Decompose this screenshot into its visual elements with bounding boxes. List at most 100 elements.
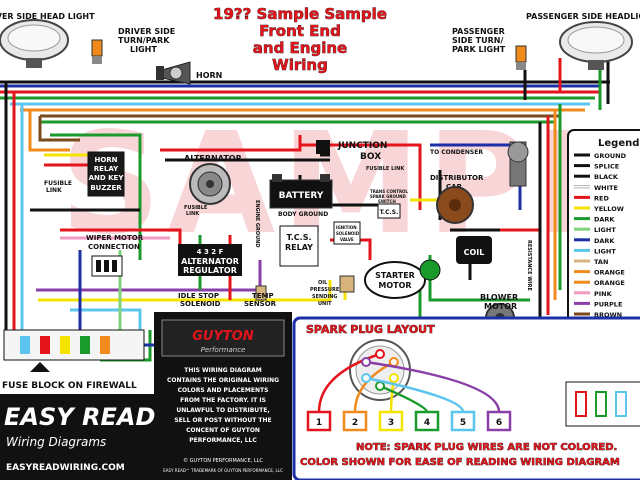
ign-sol-label-1: IGNITION: [336, 225, 357, 230]
junction-box-label-1: JUNCTION: [337, 141, 387, 151]
oil-pressure-sender: [339, 275, 355, 293]
oil-press-label-3: SENDING: [312, 294, 338, 300]
spark-plug-number: 4: [424, 418, 430, 428]
alt-reg-label-2: REGULATOR: [183, 266, 237, 275]
spark-plug-number: 5: [460, 418, 466, 428]
trans-ctrl-label-3: SWITCH: [378, 199, 396, 204]
idle-stop-label-2: SOLENOID: [180, 300, 221, 308]
spark-note-2: COLOR SHOWN FOR EASE OF READING WIRING D…: [300, 457, 620, 468]
distributor-terminal: [375, 381, 385, 391]
legend-label: YELLOW: [593, 205, 624, 213]
ignition-solenoid-valve: [333, 221, 361, 245]
legend-label: PINK: [594, 290, 613, 298]
fuse-block: [3, 329, 145, 372]
ignition-coil: COIL: [456, 236, 492, 264]
tcs-relay-label-1: T.C.S.: [287, 233, 312, 242]
horn-relay-label-1: HORN: [94, 156, 117, 164]
fusible-alt-label-1: FUSIBLE: [184, 205, 208, 211]
oil-press-label-2: PRESSURE: [310, 287, 340, 293]
driver-headlight-label: DRIVER SIDE HEAD LIGHT: [0, 12, 95, 21]
legend-label: LIGHT: [594, 247, 616, 255]
distributor-cap: [436, 186, 474, 224]
tcs-switch: T.C.S.: [377, 203, 401, 219]
blower-label-1: BLOWER: [480, 293, 518, 302]
resistance-wire-label: RESISTANCE WIRE: [526, 240, 532, 291]
distributor-terminal: [388, 373, 399, 383]
horn-relay-label-3: AND KEY: [89, 174, 125, 182]
distributor-terminal: [361, 357, 372, 367]
tcs-relay: T.C.S. RELAY: [279, 225, 319, 267]
temp-sensor-label-1: TEMP: [252, 292, 274, 300]
spark-plug-number: 3: [388, 418, 394, 428]
spark-note-1: NOTE: SPARK PLUG WIRES ARE NOT COLORED.: [356, 442, 617, 453]
legend-label: BROWN: [594, 311, 622, 319]
distributor-terminal: [375, 349, 385, 359]
legend-label: WHITE: [594, 184, 618, 192]
fusible-link-label-2: LINK: [46, 187, 62, 194]
passenger-turn-label-2: SIDE TURN/: [452, 36, 503, 45]
horn-relay-label-4: BUZZER: [90, 184, 122, 192]
wiper-motor-label-1: WIPER MOTOR: [86, 234, 144, 242]
junction-box-label-2: BOX: [360, 152, 381, 162]
passenger-headlight: [559, 21, 633, 70]
distributor: [507, 141, 529, 187]
brand-tm: ™: [140, 407, 149, 417]
driver-turn-label-2: TURN/PARK: [118, 36, 170, 45]
horn-relay: HORN RELAY AND KEY BUZZER: [87, 151, 125, 197]
legend-label: BLACK: [594, 173, 619, 181]
passenger-turn-light: [515, 45, 527, 70]
guyton-disclaimer-line: UNLAWFUL TO DISTRIBUTE,: [176, 407, 269, 414]
legend-label: GROUND: [594, 152, 627, 160]
spark-plug-number: 2: [352, 418, 358, 428]
guyton-disclaimer-line: COLORS AND PLACEMENTS: [178, 387, 269, 394]
spark-plug-title: SPARK PLUG LAYOUT: [306, 323, 435, 336]
horn-label: HORN: [196, 71, 222, 80]
starter-label-1: STARTER: [375, 271, 415, 280]
fusible-alt-label-2: LINK: [186, 211, 200, 217]
legend-label: TAN: [594, 258, 608, 266]
legend-label: ORANGE: [594, 279, 625, 287]
guyton-disclaimer: THIS WIRING DIAGRAM CONTAINS THE ORIGINAL…: [167, 367, 279, 444]
temp-sensor: [255, 285, 267, 301]
spark-plug-wire: [365, 376, 465, 413]
tcs-switch-label: T.C.S.: [380, 209, 399, 216]
passenger-turn-label-1: PASSENGER: [452, 27, 505, 36]
brand-name: EASY READ: [4, 403, 155, 431]
brand-url: EASYREADWIRING.COM: [6, 463, 125, 473]
legend-label: ORANGE: [594, 269, 625, 277]
guyton-disclaimer-line: FROM THE FACTORY. IT IS: [180, 397, 266, 404]
legend-label: DARK: [594, 237, 615, 245]
oil-press-label-4: UNIT: [318, 301, 332, 307]
fuse-block-label: FUSE BLOCK ON FIREWALL: [2, 381, 137, 391]
ign-sol-label-3: VALVE: [340, 237, 354, 242]
ign-sol-label-2: SOLENOID: [336, 231, 360, 236]
temp-sensor-label-2: SENSOR: [244, 300, 277, 308]
battery-label: BATTERY: [279, 191, 324, 201]
driver-turn-label-1: DRIVER SIDE: [118, 27, 175, 36]
title-line-2: Front End: [259, 22, 341, 40]
legend-label: LIGHT: [594, 226, 616, 234]
distributor-terminal: [361, 373, 372, 383]
fusible-link-label-1: FUSIBLE: [44, 180, 72, 187]
fusible-jb-label: FUSIBLE LINK: [366, 166, 405, 172]
guyton-disclaimer-line: CONTAINS THE ORIGINAL WIRING: [167, 377, 279, 384]
guyton-panel: GUYTON Performance THIS WIRING DIAGRAMCO…: [154, 312, 292, 480]
spark-plug-wires: [317, 349, 501, 413]
distributor-label-1: DISTRIBUTOR: [430, 174, 484, 182]
legend-label: PURPLE: [594, 300, 622, 308]
driver-turn-label-3: LIGHT: [130, 45, 157, 54]
spark-plug-wire: [365, 360, 501, 413]
blower-label-2: MOTOR: [484, 302, 517, 311]
title-line-3: and Engine: [253, 39, 347, 57]
legend-label: RED: [594, 194, 609, 202]
guyton-disclaimer-line: THIS WIRING DIAGRAM: [184, 367, 262, 374]
guyton-disclaimer-line: PERFORMANCE, LLC: [189, 437, 257, 444]
passenger-turn-label-3: PARK LIGHT: [452, 45, 506, 54]
engine-ground-label: ENGINE GROUND: [254, 200, 260, 248]
tcs-relay-label-2: RELAY: [285, 243, 313, 252]
spark-plug-wire: [379, 384, 429, 413]
